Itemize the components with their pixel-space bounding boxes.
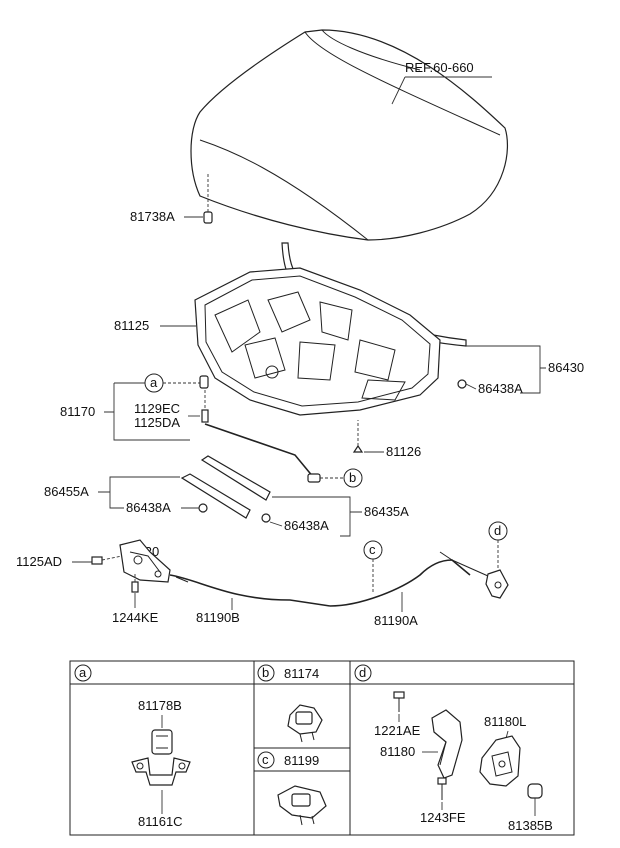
hood-insulator-pad — [194, 267, 441, 416]
release-handle — [485, 569, 509, 599]
cap-81385B — [527, 783, 543, 799]
latch-bolt-1125AD — [91, 556, 103, 565]
clip-81174 — [287, 704, 323, 743]
part-label-1243FE: 1243FE — [420, 810, 466, 825]
part-label-81178B: 81178B — [138, 698, 182, 713]
release-lever-81180 — [431, 709, 463, 779]
table-letter-b: b — [262, 665, 269, 680]
bracket-81161C — [131, 757, 191, 786]
table-letter-c-circle — [257, 751, 275, 769]
hood-seal-left — [180, 473, 251, 519]
release-cable-81190A — [329, 559, 471, 607]
part-label-81180: 81180 — [380, 744, 415, 759]
callout-b: b — [349, 470, 356, 485]
stay-rod-bolt — [201, 409, 209, 423]
part-label-81125: 81125 — [114, 318, 149, 333]
release-housing-81180L — [479, 735, 521, 787]
hood-seal-right — [200, 455, 271, 501]
part-label-81738A: 81738A — [130, 209, 175, 224]
part-label-81126: 81126 — [386, 444, 421, 459]
part-label-81170: 81170 — [60, 404, 95, 419]
clip-86438A-hood — [457, 379, 467, 389]
reference-label: REF.60-660 — [405, 60, 474, 75]
part-label-81161C: 81161C — [138, 814, 183, 829]
table-letter-c: c — [262, 752, 269, 767]
hood-bumper-part — [203, 172, 213, 224]
stay-rod-end — [307, 473, 321, 483]
callout-c: c — [369, 542, 376, 557]
part-label-1244KE: 1244KE — [112, 610, 159, 625]
clip-86438A-left — [198, 503, 208, 513]
hood-latch — [119, 539, 171, 583]
hood-stay-rod — [204, 423, 315, 479]
part-label-86455A: 86455A — [44, 484, 89, 499]
part-label-1125AD: 1125AD — [16, 554, 62, 569]
hood-panel — [190, 29, 508, 241]
part-label-81190A: 81190A — [374, 613, 418, 628]
clip-86438A-right — [261, 513, 271, 523]
part-label-81199: 81199 — [284, 753, 319, 768]
screw-1243FE — [437, 777, 447, 785]
detail-table — [69, 660, 575, 836]
part-label-86438A-left: 86438A — [126, 500, 171, 515]
table-letter-b-circle — [257, 664, 275, 682]
part-label-81385B: 81385B — [508, 818, 553, 833]
clip-81126 — [352, 420, 364, 453]
table-letter-a: a — [79, 665, 87, 680]
table-letter-d-circle — [354, 664, 372, 682]
release-cable-81190B — [169, 574, 331, 607]
callout-d: d — [494, 523, 501, 538]
callout-a: a — [150, 375, 158, 390]
part-label-86438A-right: 86438A — [284, 518, 329, 533]
bolt-1221AE — [393, 691, 405, 699]
part-label-86438A-hood: 86438A — [478, 381, 523, 396]
part-label-81180L: 81180L — [484, 714, 526, 729]
table-letter-d: d — [359, 665, 366, 680]
table-letter-a-circle — [74, 664, 92, 682]
part-label-81190B: 81190B — [196, 610, 240, 625]
part-label-1125DA: 1125DA — [134, 415, 180, 430]
stay-rod-grommet — [199, 375, 209, 389]
part-label-81174: 81174 — [284, 666, 319, 681]
grommet-81178B — [151, 729, 173, 755]
latch-bolt-1244KE — [131, 581, 139, 593]
callout-b-circle — [343, 468, 363, 488]
clip-81199 — [277, 785, 327, 826]
part-label-86430: 86430 — [548, 360, 584, 375]
part-label-1221AE: 1221AE — [374, 723, 421, 738]
part-label-86435A: 86435A — [364, 504, 409, 519]
part-label-1129EC: 1129EC — [134, 401, 180, 416]
